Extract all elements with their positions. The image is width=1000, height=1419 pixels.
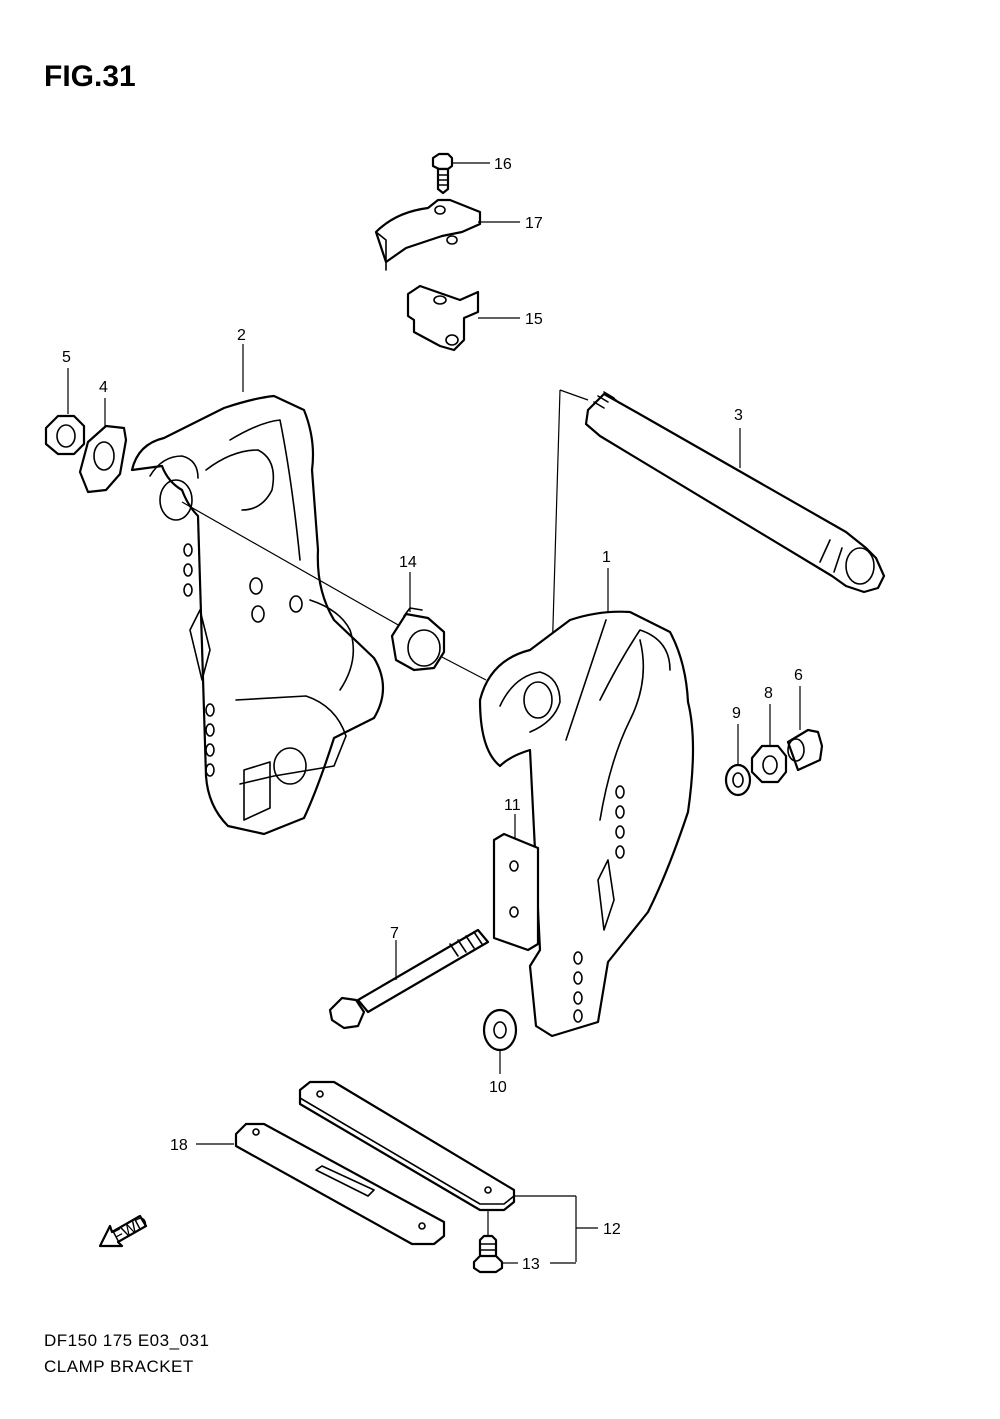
part-4-washer-plate-icon[interactable] <box>78 424 128 494</box>
part-16-screw-icon[interactable] <box>431 152 454 195</box>
part-12-clamp-plate-icon[interactable] <box>298 1080 516 1212</box>
part-6-bushing-icon[interactable] <box>786 728 824 772</box>
callout-14[interactable]: 14 <box>399 554 417 571</box>
callout-4[interactable]: 4 <box>99 379 108 396</box>
part-10-washer-icon[interactable] <box>482 1008 518 1052</box>
part-17-cover-icon[interactable] <box>374 198 482 271</box>
fwd-label: FWD <box>110 1214 150 1246</box>
callout-3[interactable]: 3 <box>734 407 743 424</box>
callout-16[interactable]: 16 <box>494 156 512 173</box>
callout-9[interactable]: 9 <box>732 705 741 722</box>
callout-10[interactable]: 10 <box>489 1079 507 1096</box>
part-5-nut-icon[interactable] <box>44 414 86 456</box>
part-11-plate-icon[interactable] <box>492 832 540 952</box>
part-14-bushing-icon[interactable] <box>390 607 446 672</box>
callout-15[interactable]: 15 <box>525 311 543 328</box>
part-2-clamp-bracket-icon[interactable] <box>130 394 384 836</box>
callout-2[interactable]: 2 <box>237 327 246 344</box>
part-1-clamp-bracket-icon[interactable] <box>478 610 695 1038</box>
figure-title: FIG.31 <box>44 60 136 93</box>
part-9-washer-icon[interactable] <box>724 763 752 797</box>
callout-17[interactable]: 17 <box>525 215 543 232</box>
callout-18[interactable]: 18 <box>170 1137 188 1154</box>
callout-7[interactable]: 7 <box>390 925 399 942</box>
callout-1[interactable]: 1 <box>602 549 611 566</box>
callout-5[interactable]: 5 <box>62 349 71 366</box>
diagram-code: DF150 175 E03_031 <box>44 1331 210 1350</box>
leader-3a <box>559 389 589 401</box>
part-3-tilt-shaft-icon[interactable] <box>584 391 886 594</box>
fwd-arrow-icon: FWD <box>98 1214 151 1248</box>
callout-6[interactable]: 6 <box>794 667 803 684</box>
callout-13[interactable]: 13 <box>522 1256 540 1273</box>
callout-8[interactable]: 8 <box>764 685 773 702</box>
part-8-nut-icon[interactable] <box>750 744 788 784</box>
callout-11[interactable]: 11 <box>504 797 521 814</box>
part-15-bracket-plate-icon[interactable] <box>406 284 480 352</box>
axis-line-a <box>181 501 401 627</box>
part-7-bolt-icon[interactable] <box>328 928 490 1030</box>
callout-12[interactable]: 12 <box>603 1221 621 1238</box>
part-13-screw-icon[interactable] <box>472 1234 504 1274</box>
part-18-clamp-plate-icon[interactable] <box>234 1122 446 1246</box>
diagram-name: CLAMP BRACKET <box>44 1357 194 1376</box>
axis-line-b <box>439 655 487 681</box>
